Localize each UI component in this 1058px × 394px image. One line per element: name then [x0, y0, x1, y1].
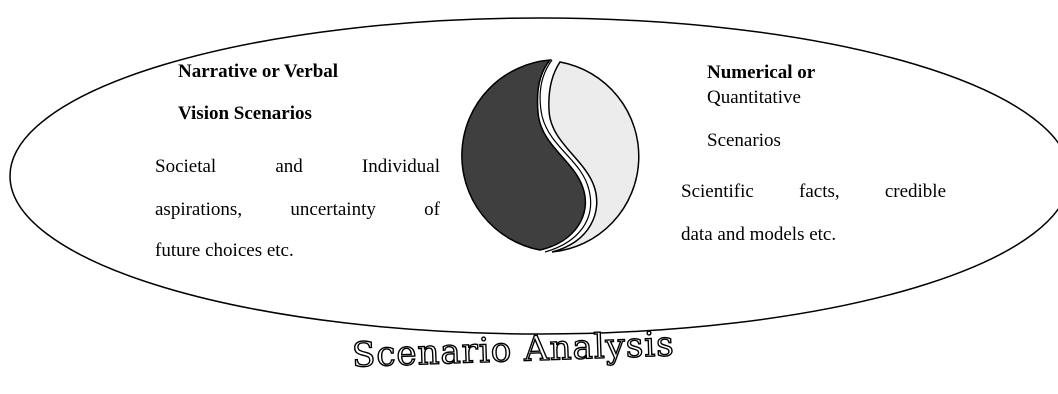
scenario-ellipse — [9, 17, 1058, 335]
left-body-line2: aspirations, uncertainty of — [155, 199, 440, 220]
right-body-line1: Scientific facts, credible — [681, 181, 946, 202]
left-title-line1: Narrative or Verbal — [178, 61, 339, 82]
yin-yang-icon — [461, 59, 640, 253]
left-body-line1: Societal and Individual — [155, 156, 440, 177]
left-body-line3: future choices etc. — [155, 240, 294, 256]
left-title-line2: Vision Scenarios — [178, 103, 312, 124]
left-body-line3-clip: future choices etc. — [150, 238, 450, 256]
right-title-line1: Numerical or — [707, 62, 816, 83]
right-title-line3: Scenarios — [707, 130, 781, 151]
right-title-line2: Quantitative — [707, 87, 801, 108]
right-body-line2: data and models etc. — [681, 224, 837, 245]
